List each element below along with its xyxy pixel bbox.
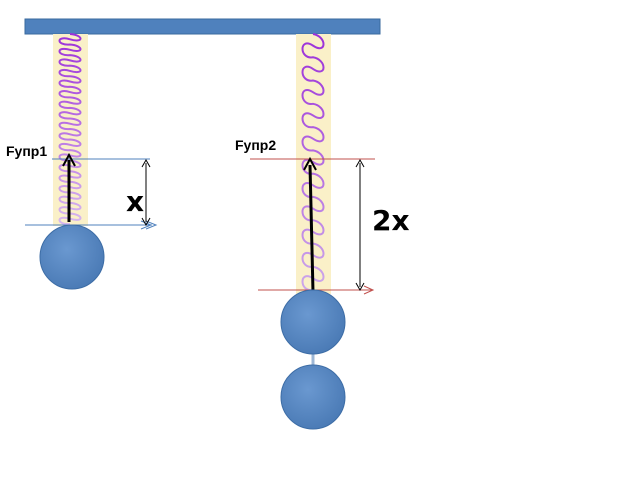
weight-ball-1 — [39, 224, 105, 290]
reference-line-bottom-2-arrowhead — [363, 285, 375, 295]
extension-arrow-1-head-bottom — [141, 217, 151, 227]
extension-label-1: x — [126, 185, 144, 218]
spring2-path — [301, 33, 325, 292]
force-arrow-2-head — [303, 156, 317, 171]
ceiling-support — [24, 18, 381, 35]
extension-label-2: 2x — [372, 204, 410, 237]
spring-2-coil — [301, 33, 325, 292]
weight-ball-2-upper — [280, 289, 346, 355]
extension-arrow-1-head-top — [141, 158, 151, 168]
extension-arrow-2-head-bottom — [355, 282, 365, 292]
extension-arrow-2-head-top — [355, 158, 365, 168]
force-label-1: Fупр1 — [6, 143, 47, 159]
force-label-2: Fупр2 — [235, 137, 276, 153]
force-arrow-1-head — [62, 152, 76, 167]
weight-ball-2-lower — [280, 364, 346, 430]
force-arrow-2 — [308, 164, 315, 293]
